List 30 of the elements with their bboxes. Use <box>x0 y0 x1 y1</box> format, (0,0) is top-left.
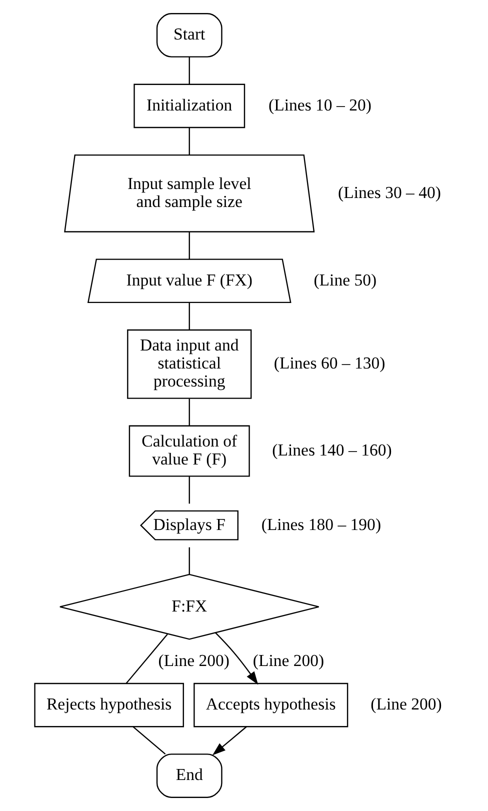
node-label: (Lines 180 – 190) <box>260 514 381 534</box>
node-box: Input value F (FX) <box>86 258 291 304</box>
connector <box>132 726 166 755</box>
arrow <box>214 632 258 685</box>
arrow <box>212 726 246 756</box>
node-box: End <box>156 754 222 798</box>
node-box: Input sample level and sample size <box>64 154 314 232</box>
connector <box>188 476 190 504</box>
connector <box>188 232 190 260</box>
node-box: Calculation of value F (F) <box>128 425 250 477</box>
node-label: (Lines 10 – 20) <box>268 95 371 114</box>
node-box: Accepts hypothesis <box>193 682 348 728</box>
node-diamond: F:FX <box>58 574 319 640</box>
connector <box>188 547 190 574</box>
node-label: (Lines 60 – 130) <box>273 354 385 373</box>
node-label: (Line 200) <box>370 694 442 714</box>
node-box: Data input and statistical processing <box>126 329 252 399</box>
node-label: (Line 50) <box>313 270 376 290</box>
node-box: Rejects hypothesis <box>34 682 184 728</box>
node-box: Start <box>156 13 222 58</box>
connector <box>188 302 190 330</box>
connector <box>188 128 190 155</box>
node-label: (Lines 30 – 40) <box>338 182 440 202</box>
connector <box>188 56 190 84</box>
edge-label: (Line 200) <box>158 650 229 670</box>
edge-label: (Line 200) <box>252 650 324 670</box>
node-box: Initialization <box>133 84 245 128</box>
connector <box>188 398 190 426</box>
connector <box>125 634 168 684</box>
node-label: (Lines 140 – 160) <box>272 440 392 460</box>
